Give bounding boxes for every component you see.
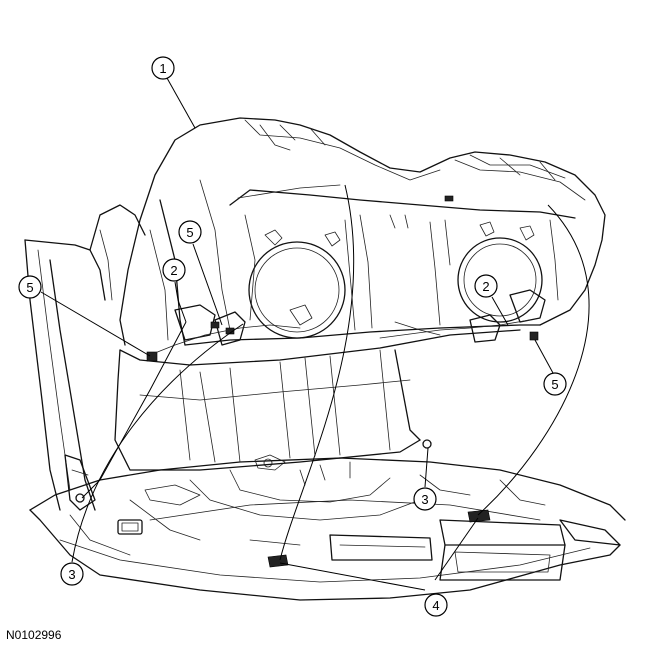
callout-label: 4 (432, 598, 439, 613)
callout-label: 5 (551, 377, 558, 392)
callout-label: 3 (421, 492, 428, 507)
callout-1: 1 (151, 56, 175, 80)
leader-lines (40, 77, 590, 591)
figure-id-label: N0102996 (6, 628, 62, 642)
floor-anchors (75, 439, 491, 568)
callout-label: 1 (159, 61, 166, 76)
callout-3-right: 3 (413, 487, 437, 511)
callout-label: 2 (170, 263, 177, 278)
seat-back-shell (119, 117, 606, 362)
vehicle-floor-pan (29, 454, 626, 601)
callout-label: 3 (68, 567, 75, 582)
callout-label: 5 (186, 225, 193, 240)
callout-2-right: 2 (474, 274, 498, 298)
callout-2-left: 2 (162, 258, 186, 282)
callout-4: 4 (424, 593, 448, 617)
callout-label: 2 (482, 279, 489, 294)
seat-cushion-frame (114, 329, 521, 471)
callout-3-left: 3 (60, 562, 84, 586)
callout-5-mid: 5 (178, 220, 202, 244)
callout-label: 5 (26, 280, 33, 295)
callout-5-right: 5 (543, 372, 567, 396)
callout-5-left: 5 (18, 275, 42, 299)
